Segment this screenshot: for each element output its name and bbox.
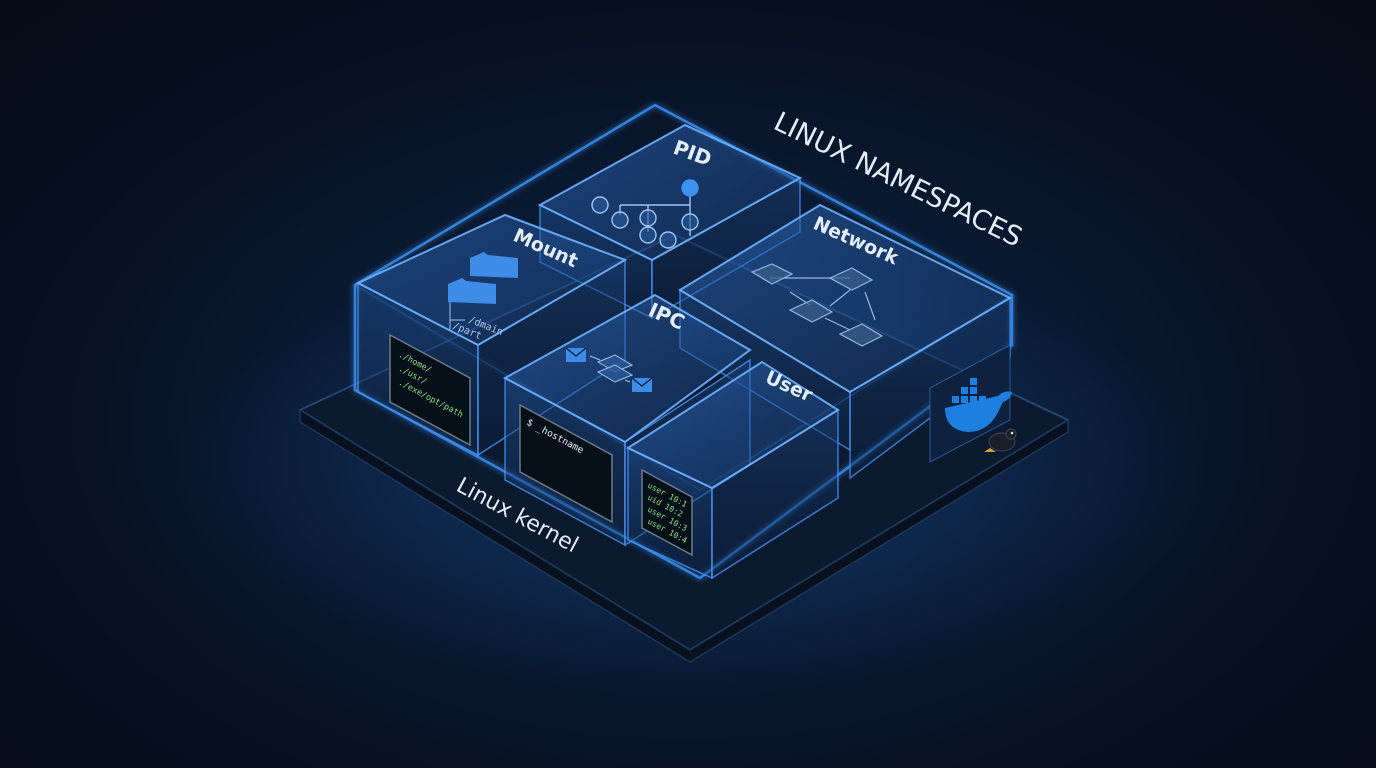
tux-penguin-icon — [984, 428, 1017, 452]
user-namespace-box: User user 10:1 uid 10:2 user 10:3 user 1… — [625, 360, 840, 580]
network-graph-icon — [750, 263, 884, 347]
process-tree-icon — [591, 179, 699, 249]
ipc-queue-icon — [589, 354, 634, 383]
mount-terminal: ./home/ ./usr/ ./exe/opt/path — [389, 333, 471, 447]
mount-path-lines — [449, 302, 465, 330]
folder-icon — [448, 252, 518, 304]
envelope-icon — [565, 347, 653, 392]
docker-whale-icon — [945, 378, 1012, 432]
